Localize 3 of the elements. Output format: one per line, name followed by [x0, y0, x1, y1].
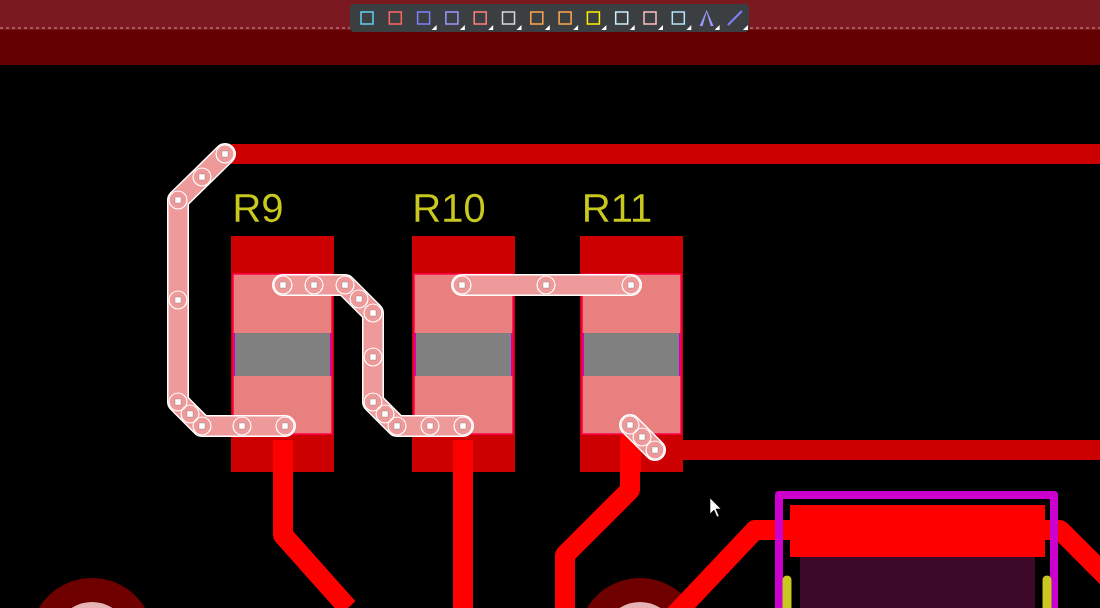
designator-label: R10 [415, 193, 485, 223]
designator-label: R9 [235, 193, 282, 223]
designator-label: R11 [585, 194, 651, 222]
